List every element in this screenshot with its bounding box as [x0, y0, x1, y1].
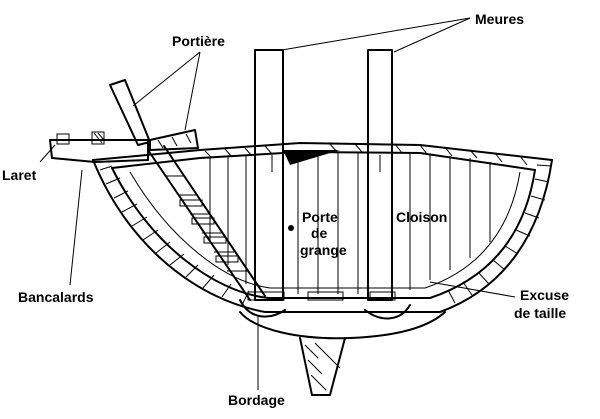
label-bordage: Bordage: [228, 392, 285, 408]
keyhole-icon: [288, 225, 294, 231]
label-laret: Laret: [2, 167, 37, 183]
label-meures: Meures: [475, 11, 524, 27]
label-de: de: [311, 225, 328, 241]
label-portiere: Portière: [172, 33, 225, 49]
laret-extension: [49, 131, 149, 163]
porte-de-grange-wedge: [282, 150, 340, 231]
label-porte: Porte: [302, 209, 338, 225]
label-de-taille: de taille: [514, 305, 566, 321]
label-excuse: Excuse: [520, 287, 569, 303]
label-grange: grange: [300, 242, 347, 258]
meures-posts: [254, 49, 393, 301]
hull-shell: [92, 159, 553, 313]
keel: [239, 299, 446, 396]
label-cloison: Cloison: [396, 209, 447, 225]
label-bancalards: Bancalards: [18, 289, 94, 305]
floor-beams: [247, 291, 396, 301]
leader-lines: [39, 17, 516, 390]
hull-planking-hatch: [99, 164, 552, 306]
interior-planks: [209, 152, 491, 294]
portiere-hatch: [109, 79, 199, 151]
ladder: [147, 145, 266, 301]
